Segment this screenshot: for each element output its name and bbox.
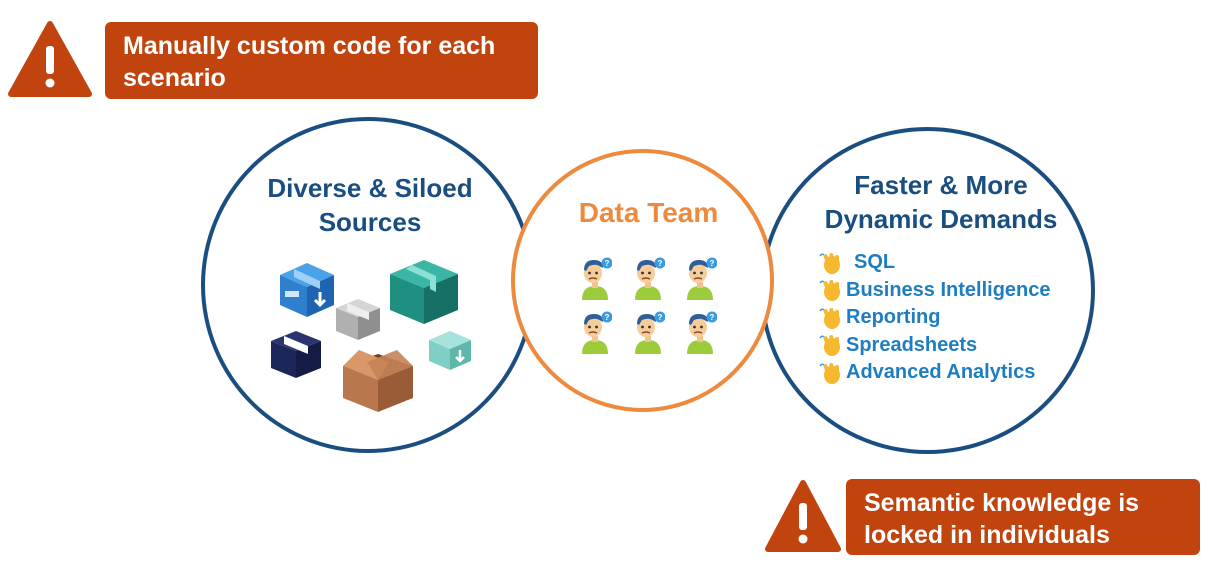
svg-text:?: ? [710,259,715,268]
demand-label: Reporting [846,306,941,329]
demand-label: Advanced Analytics [846,361,1036,384]
confused-person-icon: ? [631,310,666,354]
demand-item: Advanced Analytics [818,359,1051,387]
demand-item: Business Intelligence [818,277,1051,305]
gray-box-icon [336,299,380,340]
demand-label: SQL [854,251,896,274]
svg-text:?: ? [605,259,610,268]
waving-hand-icon [819,307,840,329]
confused-person-icon: ? [578,310,613,354]
demands-circle [760,127,1095,454]
confused-person-icon: ? [578,256,613,300]
svg-text:?: ? [658,313,663,322]
waving-hand-icon [819,362,840,384]
data-team-title: Data Team [578,197,719,228]
warning-icon [8,21,92,97]
warning-callout-top: Manually custom code for each scenario [105,22,538,99]
light-teal-box-icon [429,331,471,370]
confused-person-icon: ? [683,310,718,354]
confused-person-icon: ? [683,256,718,300]
demand-label: Business Intelligence [846,278,1051,301]
demand-item: Reporting [818,304,1051,332]
navy-box-icon [271,331,321,378]
waving-hand-icon [819,335,840,357]
blue-box-icon [280,263,334,317]
demands-title: Faster & More Dynamic Demands [824,170,1058,234]
svg-text:?: ? [710,313,715,322]
warning-icon [765,480,841,552]
svg-text:?: ? [658,259,663,268]
confused-person-icon: ? [631,256,666,300]
callout-text: Semantic knowledge is locked in individu… [864,489,1140,549]
warning-callout-bottom: Semantic knowledge is locked in individu… [846,479,1200,555]
callout-text: Manually custom code for each scenario [123,32,496,92]
demand-item: Spreadsheets [818,332,1051,360]
svg-text:?: ? [605,313,610,322]
demand-label: Spreadsheets [846,333,978,356]
waving-hand-icon [819,280,840,302]
demand-item: SQL [818,249,1051,277]
open-box-icon [343,350,413,412]
teal-box-icon [390,260,458,324]
demands-list: SQL Business Intelligence Reporting Spre… [818,249,1051,387]
sources-title: Diverse & Siloed Sources [267,173,473,237]
waving-hand-icon [819,252,840,274]
